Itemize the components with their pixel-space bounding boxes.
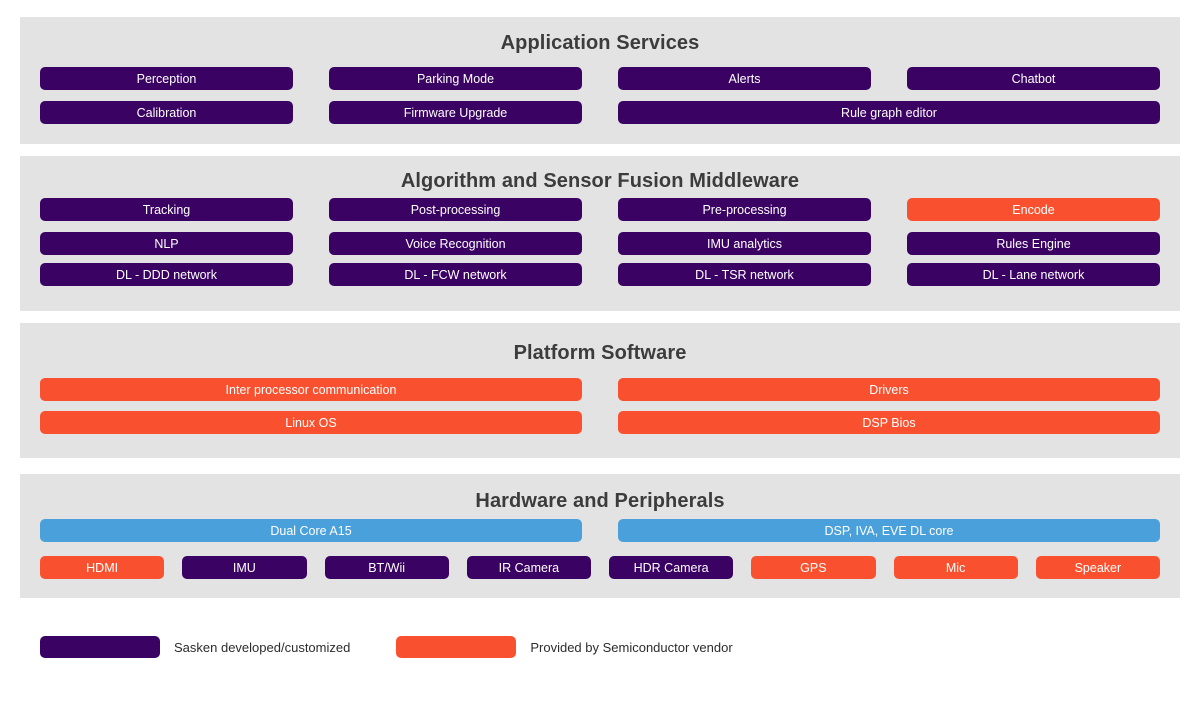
section-title-middleware: Algorithm and Sensor Fusion Middleware	[400, 170, 800, 192]
block-post-processing[interactable]: Post-processing	[329, 198, 582, 221]
platform-software-row-2: Linux OS DSP Bios	[40, 411, 1160, 434]
block-imu[interactable]: IMU	[182, 556, 307, 579]
section-title-platform-software: Platform Software	[513, 342, 687, 364]
hardware-row-peripherals: HDMI IMU BT/Wii IR Camera HDR Camera GPS…	[40, 556, 1160, 579]
block-hdr-camera[interactable]: HDR Camera	[609, 556, 734, 579]
block-rules-engine[interactable]: Rules Engine	[907, 232, 1160, 255]
block-dl-tsr-network[interactable]: DL - TSR network	[618, 263, 871, 286]
block-dl-lane-network[interactable]: DL - Lane network	[907, 263, 1160, 286]
application-services-row-1: Perception Parking Mode Alerts Chatbot	[40, 67, 1160, 90]
block-drivers[interactable]: Drivers	[618, 378, 1160, 401]
block-chatbot[interactable]: Chatbot	[907, 67, 1160, 90]
block-nlp[interactable]: NLP	[40, 232, 293, 255]
block-ir-camera[interactable]: IR Camera	[466, 556, 591, 579]
block-voice-recognition[interactable]: Voice Recognition	[329, 232, 582, 255]
middleware-row-2: NLP Voice Recognition IMU analytics Rule…	[40, 232, 1160, 255]
application-services-row-2: Calibration Firmware Upgrade Rule graph …	[40, 101, 1160, 124]
block-tracking[interactable]: Tracking	[40, 198, 293, 221]
section-title-application-services: Application Services	[500, 32, 700, 54]
legend-label-vendor: Provided by Semiconductor vendor	[530, 639, 733, 655]
block-pre-processing[interactable]: Pre-processing	[618, 198, 871, 221]
legend: Sasken developed/customized Provided by …	[40, 636, 733, 658]
legend-item-vendor: Provided by Semiconductor vendor	[396, 636, 733, 658]
block-encode[interactable]: Encode	[907, 198, 1160, 221]
middleware-row-3: DL - DDD network DL - FCW network DL - T…	[40, 263, 1160, 286]
block-dl-ddd-network[interactable]: DL - DDD network	[40, 263, 293, 286]
block-parking-mode[interactable]: Parking Mode	[329, 67, 582, 90]
block-dsp-iva-eve-dl-core[interactable]: DSP, IVA, EVE DL core	[618, 519, 1160, 542]
block-calibration[interactable]: Calibration	[40, 101, 293, 124]
block-hdmi[interactable]: HDMI	[40, 556, 165, 579]
block-bt-wii[interactable]: BT/Wii	[324, 556, 449, 579]
block-speaker[interactable]: Speaker	[1035, 556, 1160, 579]
middleware-row-1: Tracking Post-processing Pre-processing …	[40, 198, 1160, 221]
block-imu-analytics[interactable]: IMU analytics	[618, 232, 871, 255]
hardware-row-cores: Dual Core A15 DSP, IVA, EVE DL core	[40, 519, 1160, 542]
section-title-hardware-and-peripherals: Hardware and Peripherals	[475, 490, 725, 512]
legend-label-sasken: Sasken developed/customized	[174, 639, 351, 655]
block-linux-os[interactable]: Linux OS	[40, 411, 582, 434]
block-dual-core-a15[interactable]: Dual Core A15	[40, 519, 582, 542]
block-firmware-upgrade[interactable]: Firmware Upgrade	[329, 101, 582, 124]
block-gps[interactable]: GPS	[751, 556, 876, 579]
block-dsp-bios[interactable]: DSP Bios	[618, 411, 1160, 434]
block-perception[interactable]: Perception	[40, 67, 293, 90]
block-inter-processor-communication[interactable]: Inter processor communication	[40, 378, 582, 401]
block-rule-graph-editor[interactable]: Rule graph editor	[618, 101, 1160, 124]
legend-swatch-orange-icon	[396, 636, 517, 658]
block-alerts[interactable]: Alerts	[618, 67, 871, 90]
legend-swatch-purple-icon	[40, 636, 160, 658]
block-dl-fcw-network[interactable]: DL - FCW network	[329, 263, 582, 286]
legend-item-sasken: Sasken developed/customized	[40, 636, 350, 658]
platform-software-row-1: Inter processor communication Drivers	[40, 378, 1160, 401]
block-mic[interactable]: Mic	[893, 556, 1018, 579]
